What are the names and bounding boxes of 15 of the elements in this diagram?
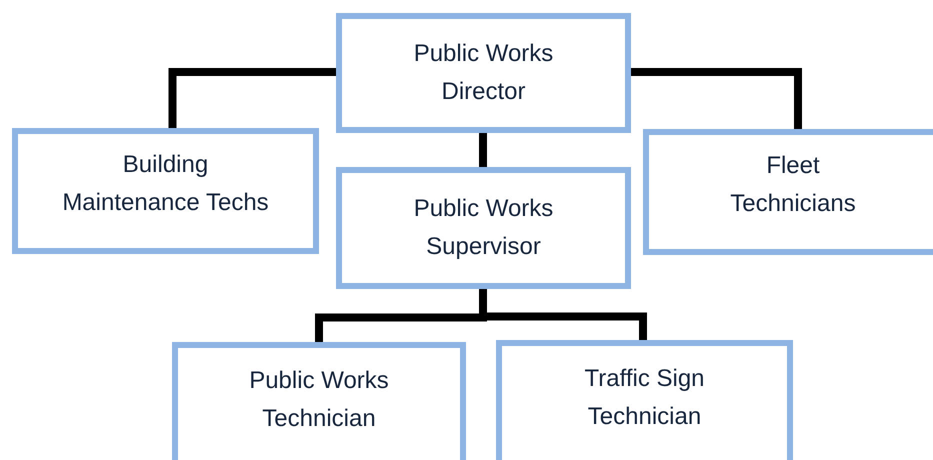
org-box xyxy=(172,342,466,460)
org-box xyxy=(12,128,319,254)
connector-line xyxy=(631,68,802,129)
role-title: Building Maintenance Techs xyxy=(61,150,270,218)
role-title: Public Works Supervisor xyxy=(412,194,554,262)
connector-line xyxy=(479,133,487,167)
org-box xyxy=(336,13,631,133)
org-box xyxy=(643,129,933,255)
role-title: Traffic Sign Technician xyxy=(583,364,706,432)
org-box xyxy=(496,340,793,460)
role-title: Public Works Director xyxy=(412,39,554,107)
connector-line xyxy=(168,68,336,128)
org-box xyxy=(336,167,631,289)
role-title: Public Works Technician xyxy=(248,366,390,434)
role-title: Fleet Technicians xyxy=(729,151,857,219)
